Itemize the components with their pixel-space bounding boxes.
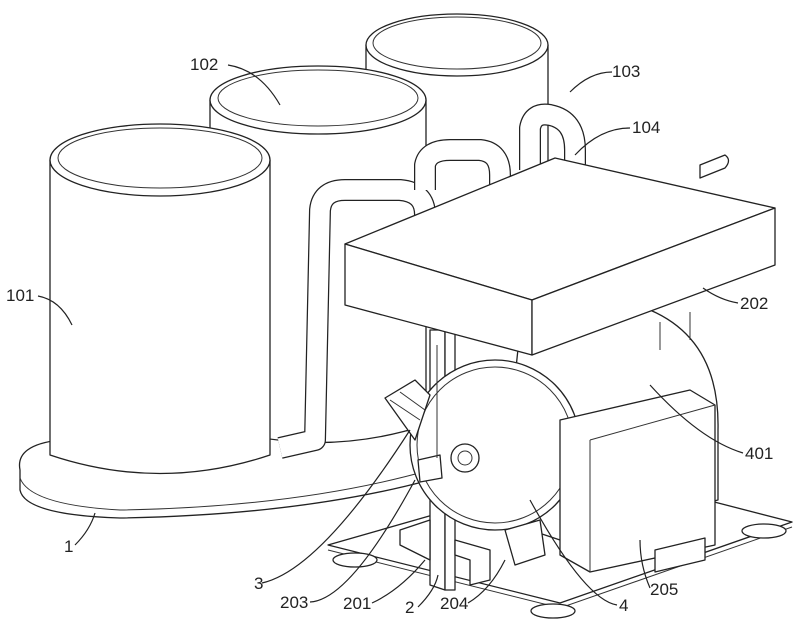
label-201: 201 <box>343 594 372 613</box>
tank-101 <box>49 123 271 475</box>
leader-lines <box>37 64 744 608</box>
pipes-104 <box>277 103 730 459</box>
label-204: 204 <box>440 594 469 613</box>
label-102: 102 <box>190 55 219 74</box>
label-2: 2 <box>405 598 415 617</box>
hopper-3 <box>384 345 443 483</box>
label-101: 101 <box>6 286 35 305</box>
label-205: 205 <box>650 580 679 599</box>
label-401: 401 <box>745 444 774 463</box>
label-3: 3 <box>254 574 264 593</box>
box-202 <box>344 157 776 356</box>
label-1: 1 <box>64 537 74 556</box>
label-203: 203 <box>280 593 309 612</box>
label-104: 104 <box>632 118 661 137</box>
label-202: 202 <box>740 294 769 313</box>
label-103: 103 <box>612 62 641 81</box>
housing-205 <box>559 389 716 573</box>
label-4: 4 <box>619 596 629 615</box>
